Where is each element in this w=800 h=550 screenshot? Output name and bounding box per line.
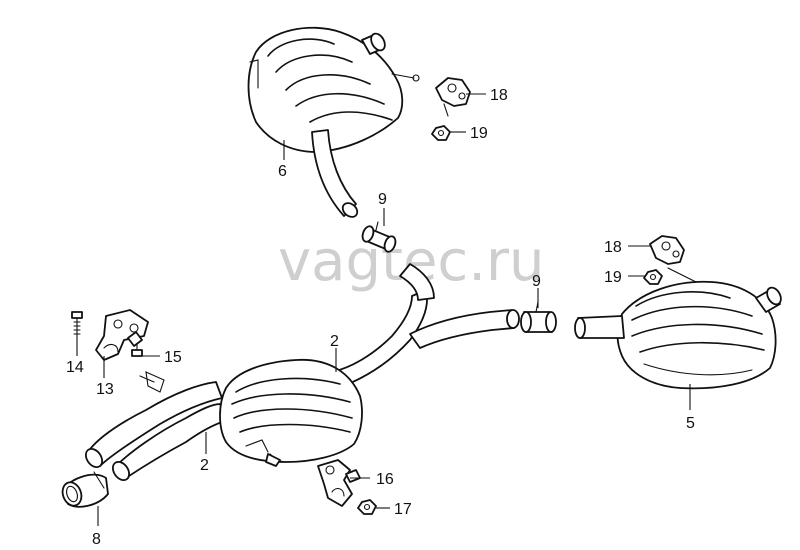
hanger-18-upper [435,77,471,117]
bracket-16 [317,459,361,507]
callouts: 6 9 18 19 18 19 9 2 2 5 8 13 14 15 16 17 [66,87,695,548]
callout-16: 16 [376,471,394,488]
callout-2-upper: 2 [330,333,339,350]
callout-14: 14 [66,359,84,376]
nut-17 [357,499,377,515]
callout-9-upper: 9 [378,191,387,208]
centre-muffler [219,358,363,467]
callout-15: 15 [164,349,182,366]
leader-lines [76,93,691,526]
bolt-14 [71,311,83,339]
callout-18-upper: 18 [490,87,508,104]
callout-2-lower: 2 [200,457,209,474]
exhaust-pipe-2 [84,263,520,482]
callout-13: 13 [96,381,114,398]
hanger-18-right [649,235,685,265]
callout-5: 5 [686,415,695,432]
nut-19-upper [431,125,451,141]
bracket-13 [95,309,149,361]
clamp-8 [61,471,109,508]
callout-19-upper: 19 [470,125,488,142]
bolt-15 [131,343,143,357]
callout-9-lower: 9 [532,273,541,290]
callout-8: 8 [92,531,101,548]
callout-18-right: 18 [604,239,622,256]
nut-19-right [643,269,663,285]
callout-6: 6 [278,163,287,180]
rear-muffler-6 [247,26,420,218]
clamp-9-upper [361,221,397,253]
callout-17: 17 [394,501,412,518]
rear-muffler-5 [574,267,782,390]
callout-19-right: 19 [604,269,622,286]
clamp-9-lower [520,301,557,333]
